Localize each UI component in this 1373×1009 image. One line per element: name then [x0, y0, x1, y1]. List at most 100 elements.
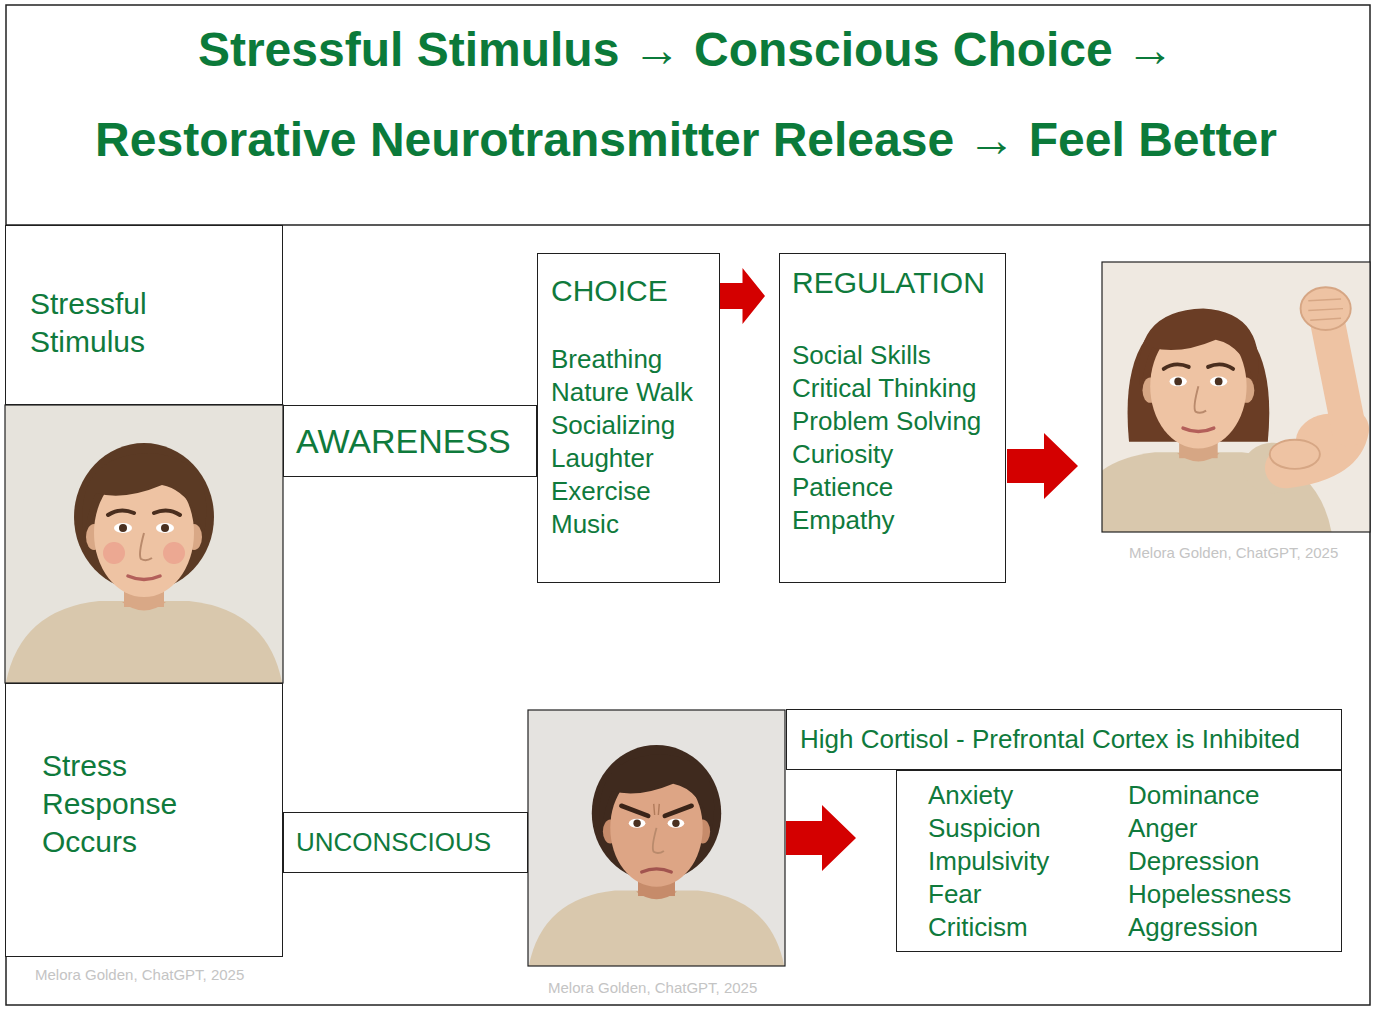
eye-white	[668, 819, 685, 828]
box-label: AWARENESS	[296, 421, 526, 461]
text-column: Stressful Stimulus	[30, 285, 272, 361]
mouth	[1183, 428, 1214, 431]
list-item: Exercise	[551, 475, 709, 508]
eye-iris	[672, 820, 679, 827]
cheek-blush	[103, 542, 125, 564]
box-label: UNCONSCIOUS	[296, 827, 517, 857]
list-item: Empathy	[792, 504, 995, 537]
block-arrow	[1007, 433, 1078, 499]
choice-box: CHOICE BreathingNature WalkSocializingLau…	[537, 253, 720, 583]
mouth	[128, 576, 160, 580]
eyebrow	[665, 806, 692, 816]
text-column: DominanceAngerDepressionHopelessnessAggr…	[1128, 779, 1291, 944]
eye-white	[629, 819, 646, 828]
list-item: Patience	[792, 471, 995, 504]
eyebrow	[1164, 364, 1189, 368]
nose	[140, 533, 152, 560]
neckline	[1177, 453, 1219, 461]
block-arrow	[786, 805, 856, 871]
fist	[1301, 287, 1351, 330]
eye-white	[1210, 377, 1227, 387]
awareness-box: AWARENESS	[283, 405, 537, 477]
regulation-box: REGULATION Social SkillsCritical Thinking…	[779, 253, 1006, 583]
watermark: Melora Golden, ChatGPT, 2025	[548, 980, 757, 996]
text-column: REGULATION Social SkillsCritical Thinking…	[792, 264, 995, 537]
diagram-title: Stressful Stimulus → Conscious Choice → …	[86, 5, 1286, 185]
portrait-photo	[1102, 262, 1370, 532]
list-item: Breathing	[551, 343, 709, 376]
list-item: Depression	[1128, 845, 1291, 878]
list-item: Problem Solving	[792, 405, 995, 438]
effects-list-box: AnxietySuspicionImpulsivityFearCriticism…	[896, 770, 1342, 952]
portrait-figure	[528, 745, 785, 966]
list-item: Hopelessness	[1128, 878, 1291, 911]
eye-iris	[633, 820, 640, 827]
list-item: Anxiety	[928, 779, 1128, 812]
hair-fringe	[1139, 309, 1259, 391]
text-column: Stress Response Occurs	[42, 747, 272, 861]
list-item: Music	[551, 508, 709, 541]
list-item: Laughter	[551, 442, 709, 475]
eyebrow	[108, 510, 134, 515]
portrait-figure	[5, 443, 283, 683]
portrait-figure	[1102, 287, 1354, 532]
eyebrow	[621, 806, 648, 816]
eye-iris	[161, 524, 169, 532]
list-item: Fear	[928, 878, 1128, 911]
hair-fringe	[600, 754, 715, 831]
list-item: Suspicion	[928, 812, 1128, 845]
stimulus-box: Stressful Stimulus	[5, 225, 283, 405]
cortisol-box: High Cortisol - Prefrontal Cortex is Inh…	[786, 709, 1342, 770]
list-item: Impulsivity	[928, 845, 1128, 878]
eye-white	[114, 523, 132, 533]
unconscious-box: UNCONSCIOUS	[283, 812, 528, 873]
text-column: UNCONSCIOUS	[296, 827, 517, 857]
eye-white	[1169, 377, 1186, 387]
text-column: CHOICE BreathingNature WalkSocializingLau…	[551, 272, 709, 541]
eye-white	[156, 523, 174, 533]
text-column: AWARENESS	[296, 421, 526, 461]
photo-frame	[5, 405, 283, 683]
list-item: Nature Walk	[551, 376, 709, 409]
forehead-crease	[654, 804, 660, 815]
nose	[653, 828, 664, 853]
list-item: Curiosity	[792, 438, 995, 471]
box-heading: REGULATION	[792, 264, 995, 302]
eye-iris	[119, 524, 127, 532]
cheek-blush	[163, 542, 185, 564]
box-label: High Cortisol - Prefrontal Cortex is Inh…	[800, 724, 1331, 754]
eye-iris	[1174, 378, 1182, 386]
list-item: Social Skills	[792, 339, 995, 372]
neckline	[122, 602, 166, 611]
shirt	[5, 601, 283, 683]
text-column: High Cortisol - Prefrontal Cortex is Inh…	[800, 724, 1331, 754]
list-item: Critical Thinking	[792, 372, 995, 405]
watermark: Melora Golden, ChatGPT, 2025	[35, 967, 244, 983]
forearm	[1328, 322, 1349, 429]
box-label: Stress Response Occurs	[42, 747, 194, 861]
list-item: Socializing	[551, 409, 709, 442]
list-item: Aggression	[1128, 911, 1291, 944]
nose	[1195, 386, 1207, 413]
portrait-photo	[528, 710, 785, 966]
outer-frame	[6, 5, 1370, 1005]
hair-fringe	[82, 453, 206, 537]
mouth	[642, 869, 672, 872]
photo-frame	[528, 710, 785, 966]
watermark: Melora Golden, ChatGPT, 2025	[1129, 545, 1338, 561]
stress-response-box: Stress Response Occurs	[5, 683, 283, 957]
box-label: Stressful Stimulus	[30, 285, 162, 361]
shirt	[528, 890, 785, 966]
eyebrow	[154, 510, 180, 515]
photo-frame	[1102, 262, 1370, 532]
portrait-photo	[5, 405, 283, 683]
list-item: Dominance	[1128, 779, 1291, 812]
list-item: Criticism	[928, 911, 1128, 944]
box-heading: CHOICE	[551, 272, 709, 310]
neckline	[636, 891, 677, 899]
list-item: Anger	[1128, 812, 1291, 845]
eye-iris	[1215, 378, 1223, 386]
resting-hand	[1270, 440, 1320, 469]
finger-lines	[1308, 299, 1343, 320]
